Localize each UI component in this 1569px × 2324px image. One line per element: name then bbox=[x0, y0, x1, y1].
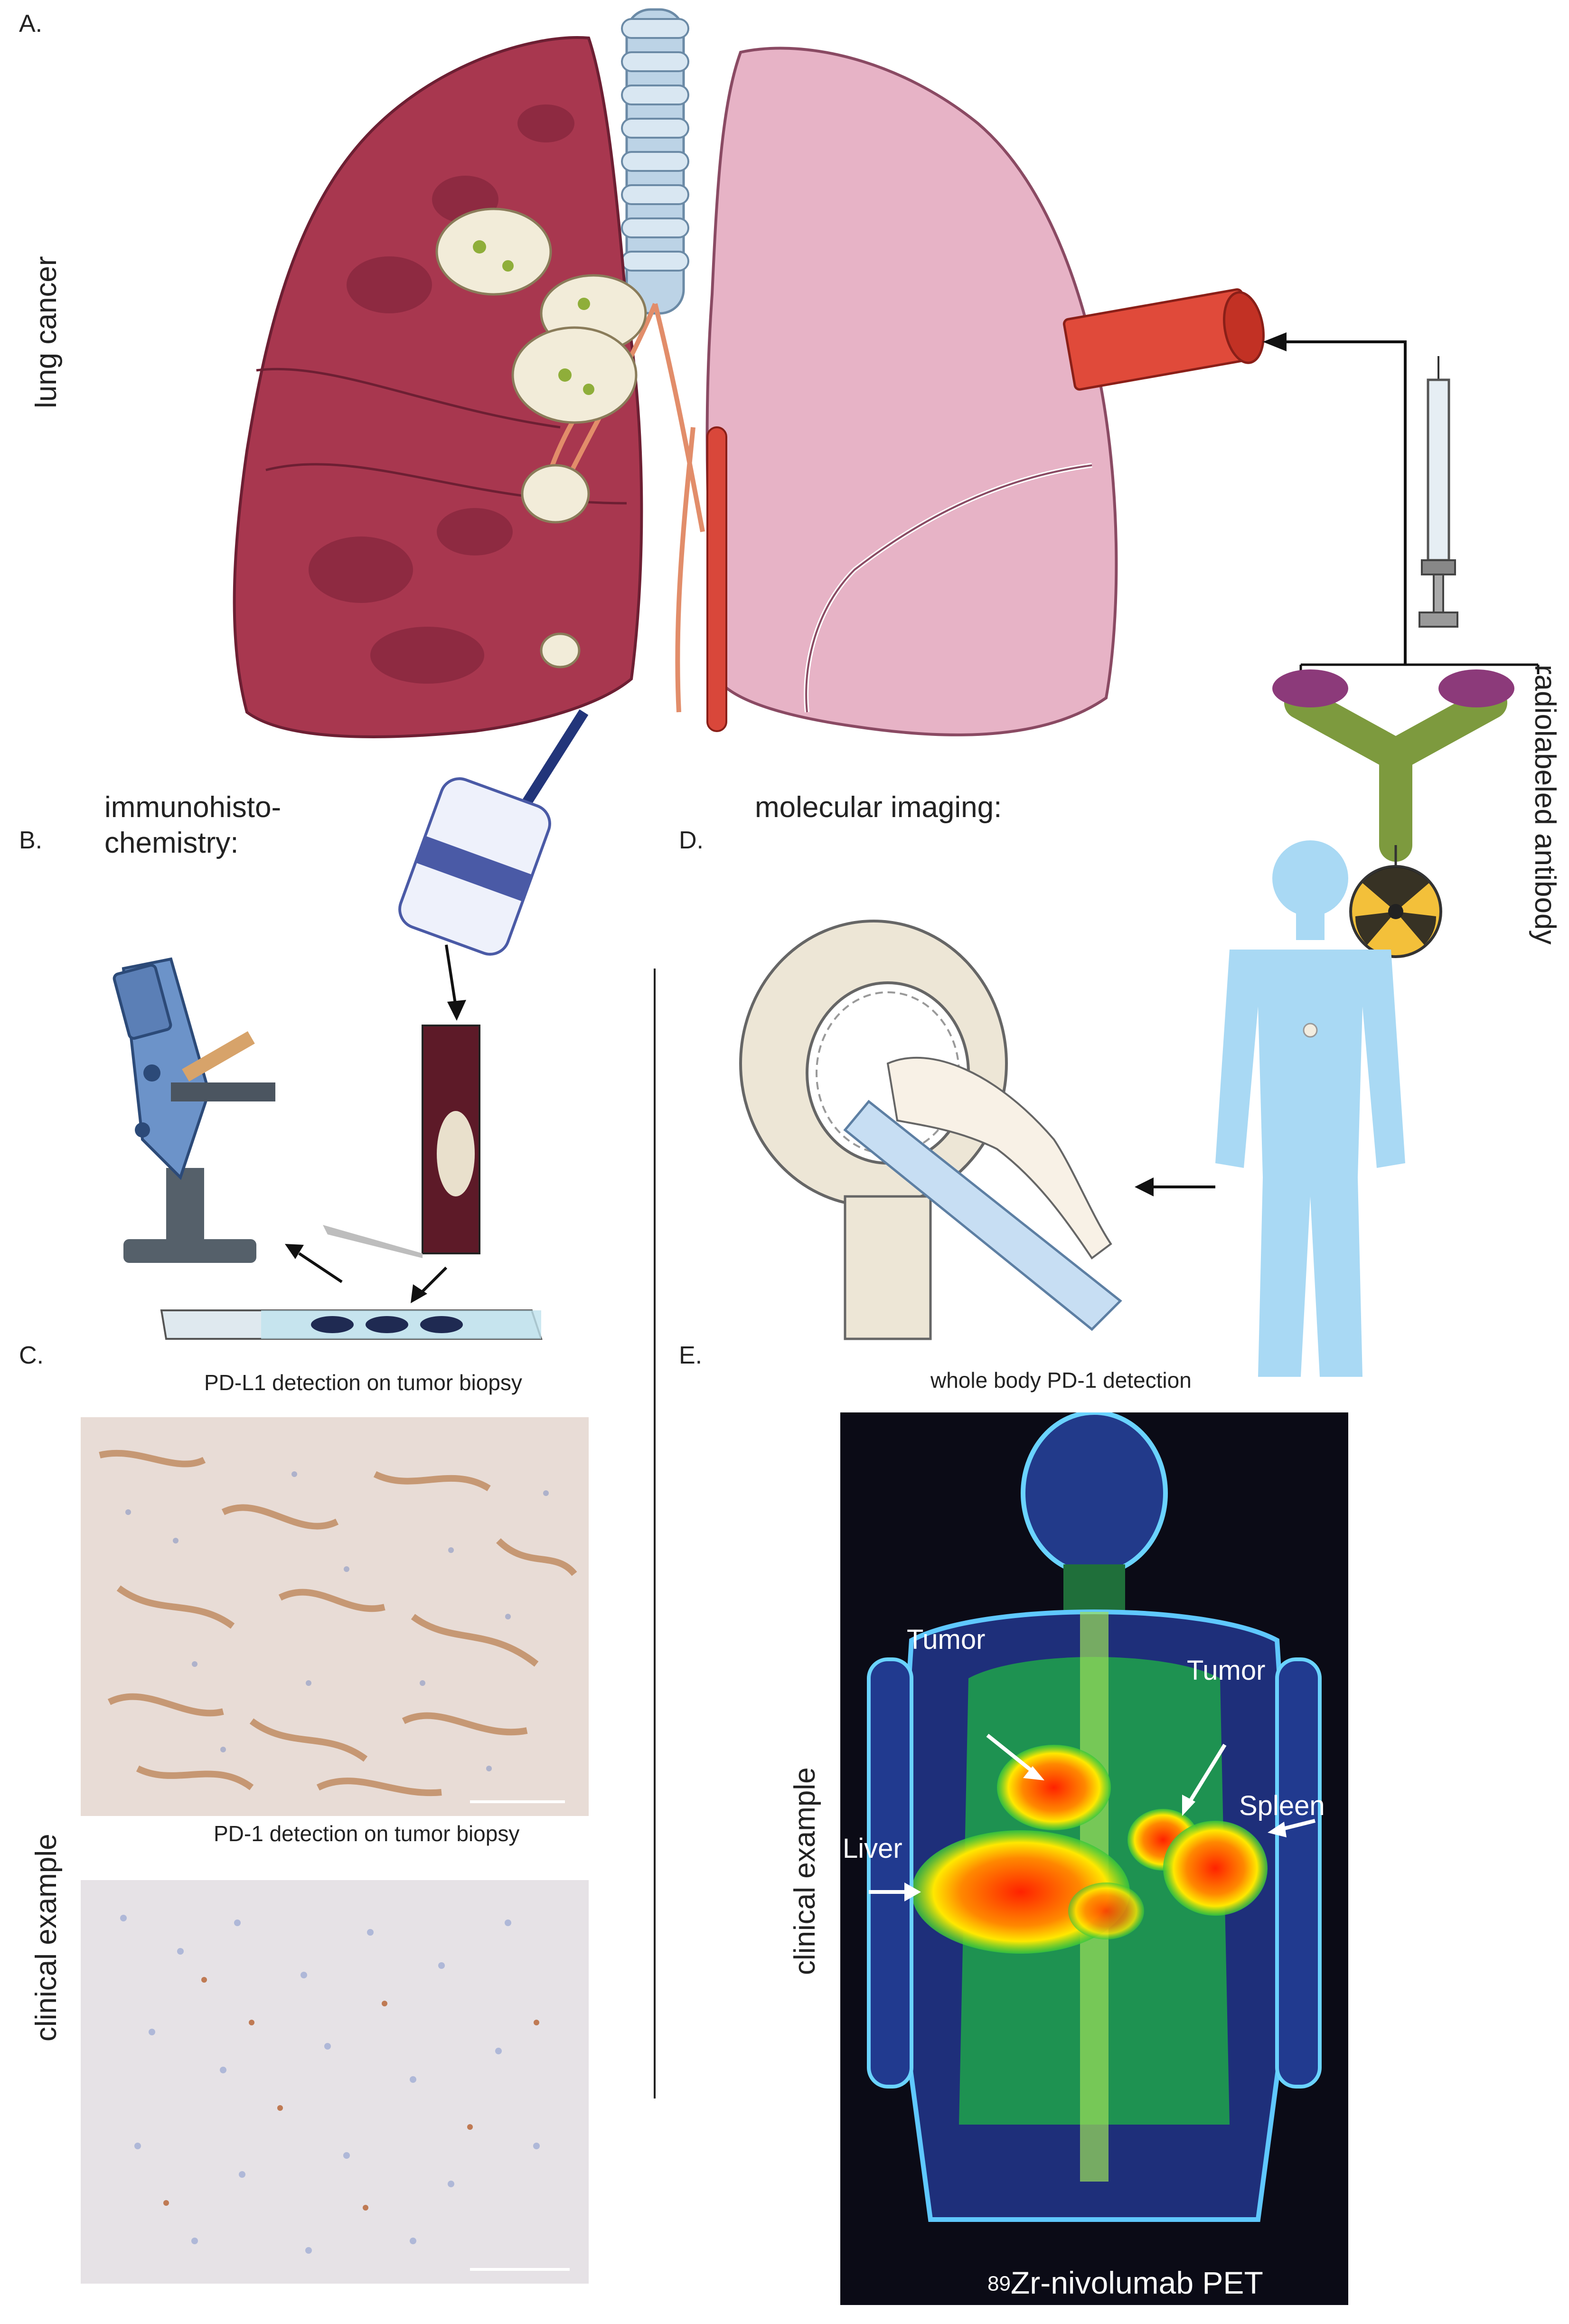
panel-divider bbox=[654, 969, 656, 2098]
pet-label-spleen: Spleen bbox=[1239, 1790, 1325, 1821]
pet-scan-image bbox=[840, 1412, 1348, 2305]
biopsy-needle-icon bbox=[398, 709, 589, 956]
pd-l1-ihc-image bbox=[81, 1417, 589, 1816]
whole-body-caption: whole body PD-1 detection bbox=[930, 1368, 1192, 1393]
pet-tracer-superscript: 89 bbox=[987, 2272, 1011, 2296]
panel-e-letter: E. bbox=[679, 1342, 703, 1369]
panel-a-letter: A. bbox=[19, 10, 43, 38]
microscope-icon bbox=[113, 957, 275, 1263]
pd-l1-caption: PD-L1 detection on tumor biopsy bbox=[204, 1370, 522, 1395]
pet-tracer-label: 89Zr-nivolumab PET bbox=[987, 2265, 1263, 2301]
ihc-illustration bbox=[113, 709, 589, 1340]
pd-1-caption: PD-1 detection on tumor biopsy bbox=[214, 1821, 520, 1846]
blood-vessel-icon bbox=[1062, 288, 1265, 391]
radiation-icon bbox=[1349, 845, 1442, 958]
clinical-example-label-c: clinical example bbox=[30, 1834, 63, 2042]
syringe-icon bbox=[1419, 356, 1458, 628]
tumor-icon bbox=[435, 207, 647, 668]
antibody-icon bbox=[1272, 669, 1514, 862]
clinical-example-label-e: clinical example bbox=[789, 1767, 821, 1975]
ihc-title-line2: chemistry: bbox=[104, 827, 239, 859]
molecular-imaging-title: molecular imaging: bbox=[755, 791, 1002, 824]
right-lung-icon bbox=[705, 47, 1118, 736]
pet-label-tumor-right: Tumor bbox=[1187, 1655, 1266, 1686]
pet-scanner-icon bbox=[739, 920, 1122, 1340]
imaging-illustration bbox=[739, 840, 1442, 1377]
pet-tracer-name: Zr-nivolumab PET bbox=[1010, 2265, 1263, 2300]
panel-c-letter: C. bbox=[19, 1342, 44, 1369]
pd-1-ihc-image bbox=[81, 1880, 589, 2284]
pet-label-tumor-left: Tumor bbox=[907, 1624, 986, 1655]
panel-b-letter: B. bbox=[19, 827, 43, 854]
panel-d-letter: D. bbox=[679, 827, 704, 854]
pet-label-liver: Liver bbox=[843, 1833, 902, 1864]
ihc-title-line1: immunohisto- bbox=[104, 791, 282, 824]
trachea-icon bbox=[621, 8, 689, 315]
slide-icon bbox=[160, 1309, 543, 1340]
lungs-illustration bbox=[233, 8, 1540, 862]
human-silhouette-icon bbox=[1215, 840, 1405, 1377]
